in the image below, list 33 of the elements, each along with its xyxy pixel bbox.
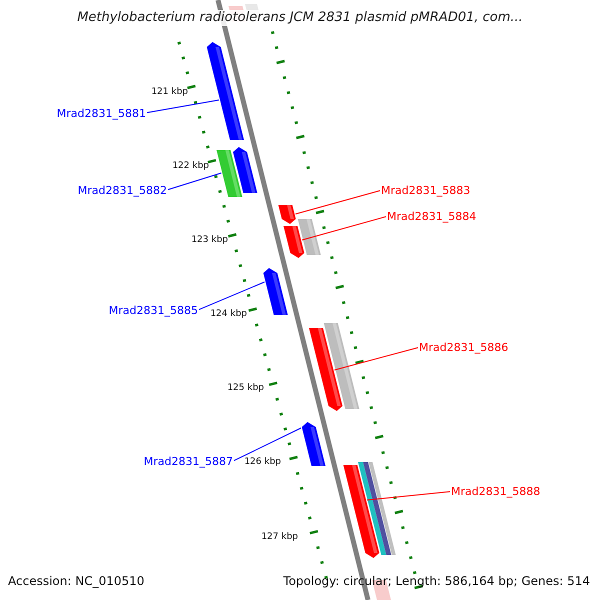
gene-label: Mrad2831_5881 [56, 107, 146, 120]
gene-label: Mrad2831_5888 [451, 485, 540, 498]
scale-label: 121 kbp [151, 87, 188, 98]
scale-label: 123 kbp [191, 235, 228, 246]
scale-label: 122 kbp [172, 161, 209, 172]
scale-label: 125 kbp [227, 383, 264, 394]
gene-feature [216, 150, 242, 197]
scale-label: 127 kbp [261, 532, 298, 543]
gene-label: Mrad2831_5884 [387, 210, 476, 224]
gene-label: Mrad2831_5882 [78, 184, 167, 198]
leader-line [334, 347, 418, 370]
gene-feature [284, 226, 304, 258]
leader-line [198, 282, 265, 310]
gene-label: Mrad2831_5887 [144, 455, 233, 468]
gene-feature [343, 465, 380, 558]
leader-line [234, 428, 302, 462]
gene-label: Mrad2831_5885 [108, 304, 198, 318]
map-title: Methylobacterium radiotolerans JCM 2831 plasmid pMRAD01, com... [77, 10, 523, 26]
leader-line [302, 216, 386, 240]
leader-line [168, 172, 222, 190]
scale-label: 126 kbp [244, 457, 281, 468]
footer-text: Topology: circular; Length: 586,164 bp; Genes: 514 [283, 574, 590, 588]
gene-label: Mrad2831_5883 [381, 184, 470, 198]
leader-line [146, 100, 220, 114]
gene-feature [309, 328, 342, 411]
footer-text: Accession: NC_010510 [8, 574, 144, 588]
gene-feature [302, 422, 326, 466]
gene-feature [206, 42, 244, 140]
leader-line [295, 190, 380, 214]
gene-feature [278, 205, 296, 224]
gene-feature [263, 268, 288, 315]
gene-label: Mrad2831_5886 [419, 341, 508, 354]
scale-label: 124 kbp [210, 309, 247, 320]
